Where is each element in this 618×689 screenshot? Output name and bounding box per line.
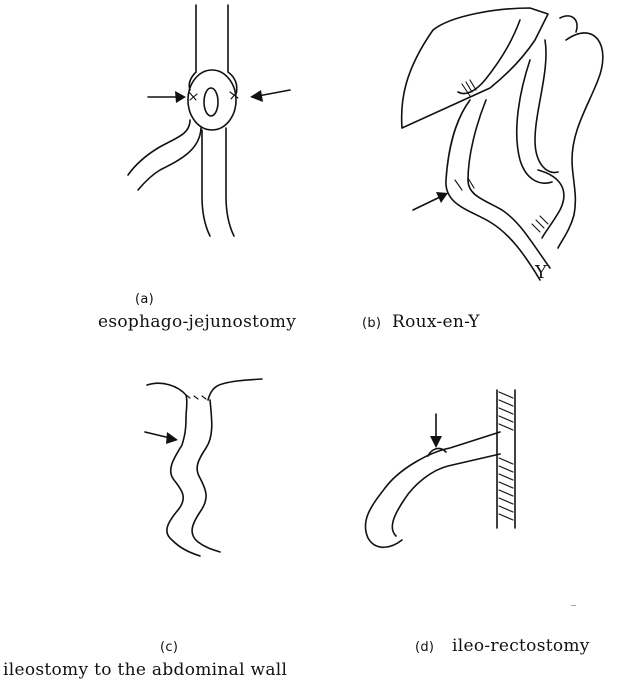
arrow-d-head [430, 436, 442, 448]
anastomosis-inner [204, 88, 218, 116]
limb-inner-left [517, 60, 552, 183]
ileum-right [192, 400, 220, 552]
abdominal-wall-left [147, 383, 187, 418]
panel-c-drawing [145, 379, 262, 556]
panel-c-tag: (c) [160, 640, 178, 655]
panel-b-caption: Roux-en-Y [392, 312, 480, 332]
arrow-right-head [250, 90, 263, 102]
suture-right [230, 92, 238, 99]
panel-a-tag: (a) [135, 292, 154, 307]
panel-d-drawing [365, 390, 515, 547]
ileum-upper-wall [365, 432, 500, 547]
rectum-texture-upper [499, 392, 513, 430]
panel-d-caption: ileo-rectostomy [452, 636, 590, 656]
rectum-texture-lower [499, 458, 513, 520]
efferent-right [558, 33, 603, 248]
jejunum-lower-wall [138, 128, 201, 190]
jejunum-main-left [202, 130, 210, 236]
arrow-c-shaft [145, 432, 170, 438]
limb-inner-right [535, 40, 558, 173]
limb-outer-left [446, 100, 540, 280]
panel-b-y-label: Y [535, 262, 547, 283]
limb-outer-right [468, 100, 550, 268]
esophagus-right-wall [228, 5, 237, 94]
esophagus-left-wall [189, 5, 196, 90]
arrow-b-shaft [413, 197, 440, 210]
scan-mark: ~ [570, 601, 577, 610]
arrow-right-shaft [258, 90, 290, 96]
panel-a-caption: esophago-jejunostomy [98, 312, 296, 332]
suture-low [532, 216, 548, 232]
anastomosis-fold [458, 20, 520, 94]
jejunum-left-wall [128, 120, 190, 175]
panel-b-drawing [402, 8, 603, 280]
jejunum-main-right [226, 128, 234, 236]
small-curl [560, 16, 577, 32]
panel-b-tag: (b) [362, 316, 381, 331]
arrow-left-head [175, 91, 186, 103]
stoma-dots [186, 395, 206, 399]
panel-d-tag: (d) [415, 640, 434, 655]
arrow-c-head [166, 432, 178, 444]
suture-left [189, 92, 197, 100]
panel-c-caption: ileostomy to the abdominal wall [3, 660, 287, 680]
anastomosis-ring [188, 70, 236, 130]
panel-a-drawing [128, 5, 290, 236]
stomach-outline [402, 8, 548, 128]
efferent-left [538, 170, 564, 238]
suture-mid [455, 178, 474, 190]
abdominal-wall-right [208, 379, 262, 400]
